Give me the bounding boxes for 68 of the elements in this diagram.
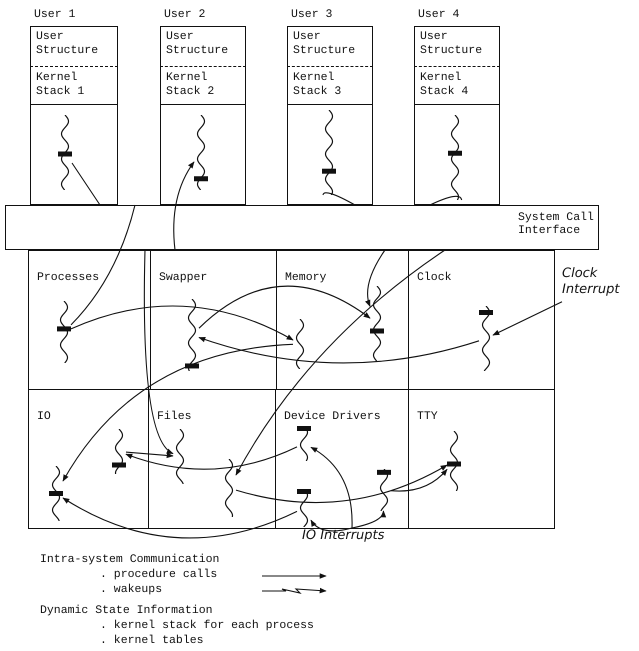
call-arrow — [62, 498, 298, 538]
kernel-stack-squiggle — [377, 469, 391, 511]
call-arrow — [352, 510, 386, 529]
note-text: Dynamic State Information — [40, 604, 213, 618]
stack-section: User Structure — [30, 26, 118, 67]
legend-label: . wakeups — [100, 583, 162, 598]
module-cell — [408, 389, 555, 529]
module-label: IO — [37, 410, 51, 423]
interface-label: System Call Interface — [518, 211, 595, 238]
stack-section: User Structure — [414, 26, 500, 67]
call-arrow — [126, 452, 174, 458]
call-arrow — [62, 344, 294, 482]
module-label: Memory — [285, 271, 326, 284]
column-heading: User 4 — [418, 8, 460, 22]
interrupt-label: Clock Interrupt — [562, 266, 636, 302]
kernel-stack-squiggle — [222, 459, 236, 517]
interface-bar — [5, 205, 599, 250]
kernel-stack-squiggle — [194, 115, 208, 190]
stack-section: Kernel Stack 3 — [287, 67, 373, 105]
module-label: Processes — [37, 271, 100, 284]
kernel-stack-squiggle — [57, 301, 71, 363]
call-arrow — [173, 161, 194, 250]
kernel-stack-squiggle — [173, 429, 187, 484]
kernel-stack-squiggle — [370, 286, 384, 361]
module-cell — [28, 250, 151, 390]
call-arrow — [310, 446, 353, 528]
call-arrow — [198, 336, 480, 364]
module-label: Device Drivers — [284, 410, 381, 423]
kernel-stack-squiggle — [49, 466, 63, 521]
module-label: Clock — [417, 271, 452, 284]
module-label: Files — [157, 410, 192, 423]
call-arrow — [365, 250, 386, 307]
note-text: . kernel tables — [100, 634, 204, 648]
call-arrow — [236, 464, 448, 503]
stack-section: Kernel Stack 1 — [30, 67, 118, 105]
kernel-stack-squiggle — [58, 115, 72, 190]
column-heading: User 2 — [164, 8, 206, 22]
legend-label: . procedure calls — [100, 568, 218, 582]
kernel-stack-squiggle — [447, 431, 461, 491]
interrupt-label: IO Interrupts — [302, 528, 414, 550]
call-arrow — [236, 250, 446, 476]
stack-section: Kernel Stack 4 — [414, 67, 500, 105]
kernel-stack-squiggle — [293, 319, 307, 369]
note-text: . kernel stack for each process — [100, 619, 314, 634]
call-arrow — [390, 468, 448, 492]
module-cell — [28, 389, 149, 529]
call-arrow — [70, 306, 294, 340]
stack-section: User Structure — [160, 26, 246, 67]
module-cell — [408, 250, 555, 390]
column-heading: User 3 — [291, 8, 332, 22]
module-label: Swapper — [159, 271, 208, 284]
kernel-stack-squiggle — [185, 299, 199, 371]
kernel-stack-squiggle — [112, 429, 126, 474]
kernel-stack-squiggle — [479, 306, 493, 371]
kernel-stack-squiggle — [322, 110, 336, 195]
note-text: Intra-system Communication — [40, 553, 220, 568]
stack-section: Kernel Stack 2 — [160, 67, 246, 105]
call-arrow — [198, 286, 371, 329]
call-arrow — [492, 301, 562, 336]
kernel-stack-squiggle — [297, 426, 311, 461]
stack-section: User Structure — [287, 26, 373, 67]
column-heading: User 1 — [34, 8, 76, 22]
module-label: TTY — [417, 410, 438, 423]
kernel-stack-squiggle — [448, 115, 462, 200]
call-arrow — [144, 250, 174, 454]
kernel-stack-squiggle — [297, 489, 311, 527]
call-arrow — [310, 520, 352, 532]
call-arrow — [125, 446, 298, 470]
